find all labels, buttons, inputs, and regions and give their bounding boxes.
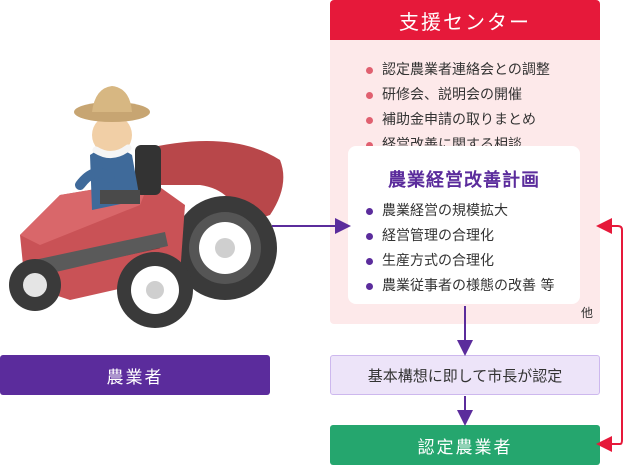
list-item: 補助金申請の取りまとめ xyxy=(366,108,550,133)
list-item: 生産方式の合理化 xyxy=(366,249,554,274)
list-item: 研修会、説明会の開催 xyxy=(366,83,550,108)
list-item: 農業経営の規模拡大 xyxy=(366,199,554,224)
improvement-plan-panel xyxy=(348,146,580,304)
farmer-icon xyxy=(74,86,150,210)
other-note: 他 xyxy=(581,306,594,320)
support-center-title: 支援センター xyxy=(330,0,600,40)
mayor-approval-box: 基本構想に即して市長が認定 xyxy=(330,355,600,395)
arrow-certified-loop xyxy=(596,218,623,445)
list-item: 認定農業者連絡会との調整 xyxy=(366,58,550,83)
farmer-label: 農業者 xyxy=(0,355,270,395)
improvement-plan-list: 農業経営の規模拡大 経営管理の合理化 生産方式の合理化 農業従事者の様態の改善 … xyxy=(366,199,554,299)
front-wheel-icon xyxy=(117,252,193,328)
rear-wheel-icon xyxy=(173,196,277,300)
improvement-plan-title: 農業経営改善計画 xyxy=(388,170,540,191)
certified-farmer-box: 認定農業者 xyxy=(330,425,600,465)
list-item: 農業従事者の様態の改善 等 xyxy=(366,274,554,299)
farmer-tractor-illustration xyxy=(9,86,284,328)
list-item: 経営管理の合理化 xyxy=(366,224,554,249)
